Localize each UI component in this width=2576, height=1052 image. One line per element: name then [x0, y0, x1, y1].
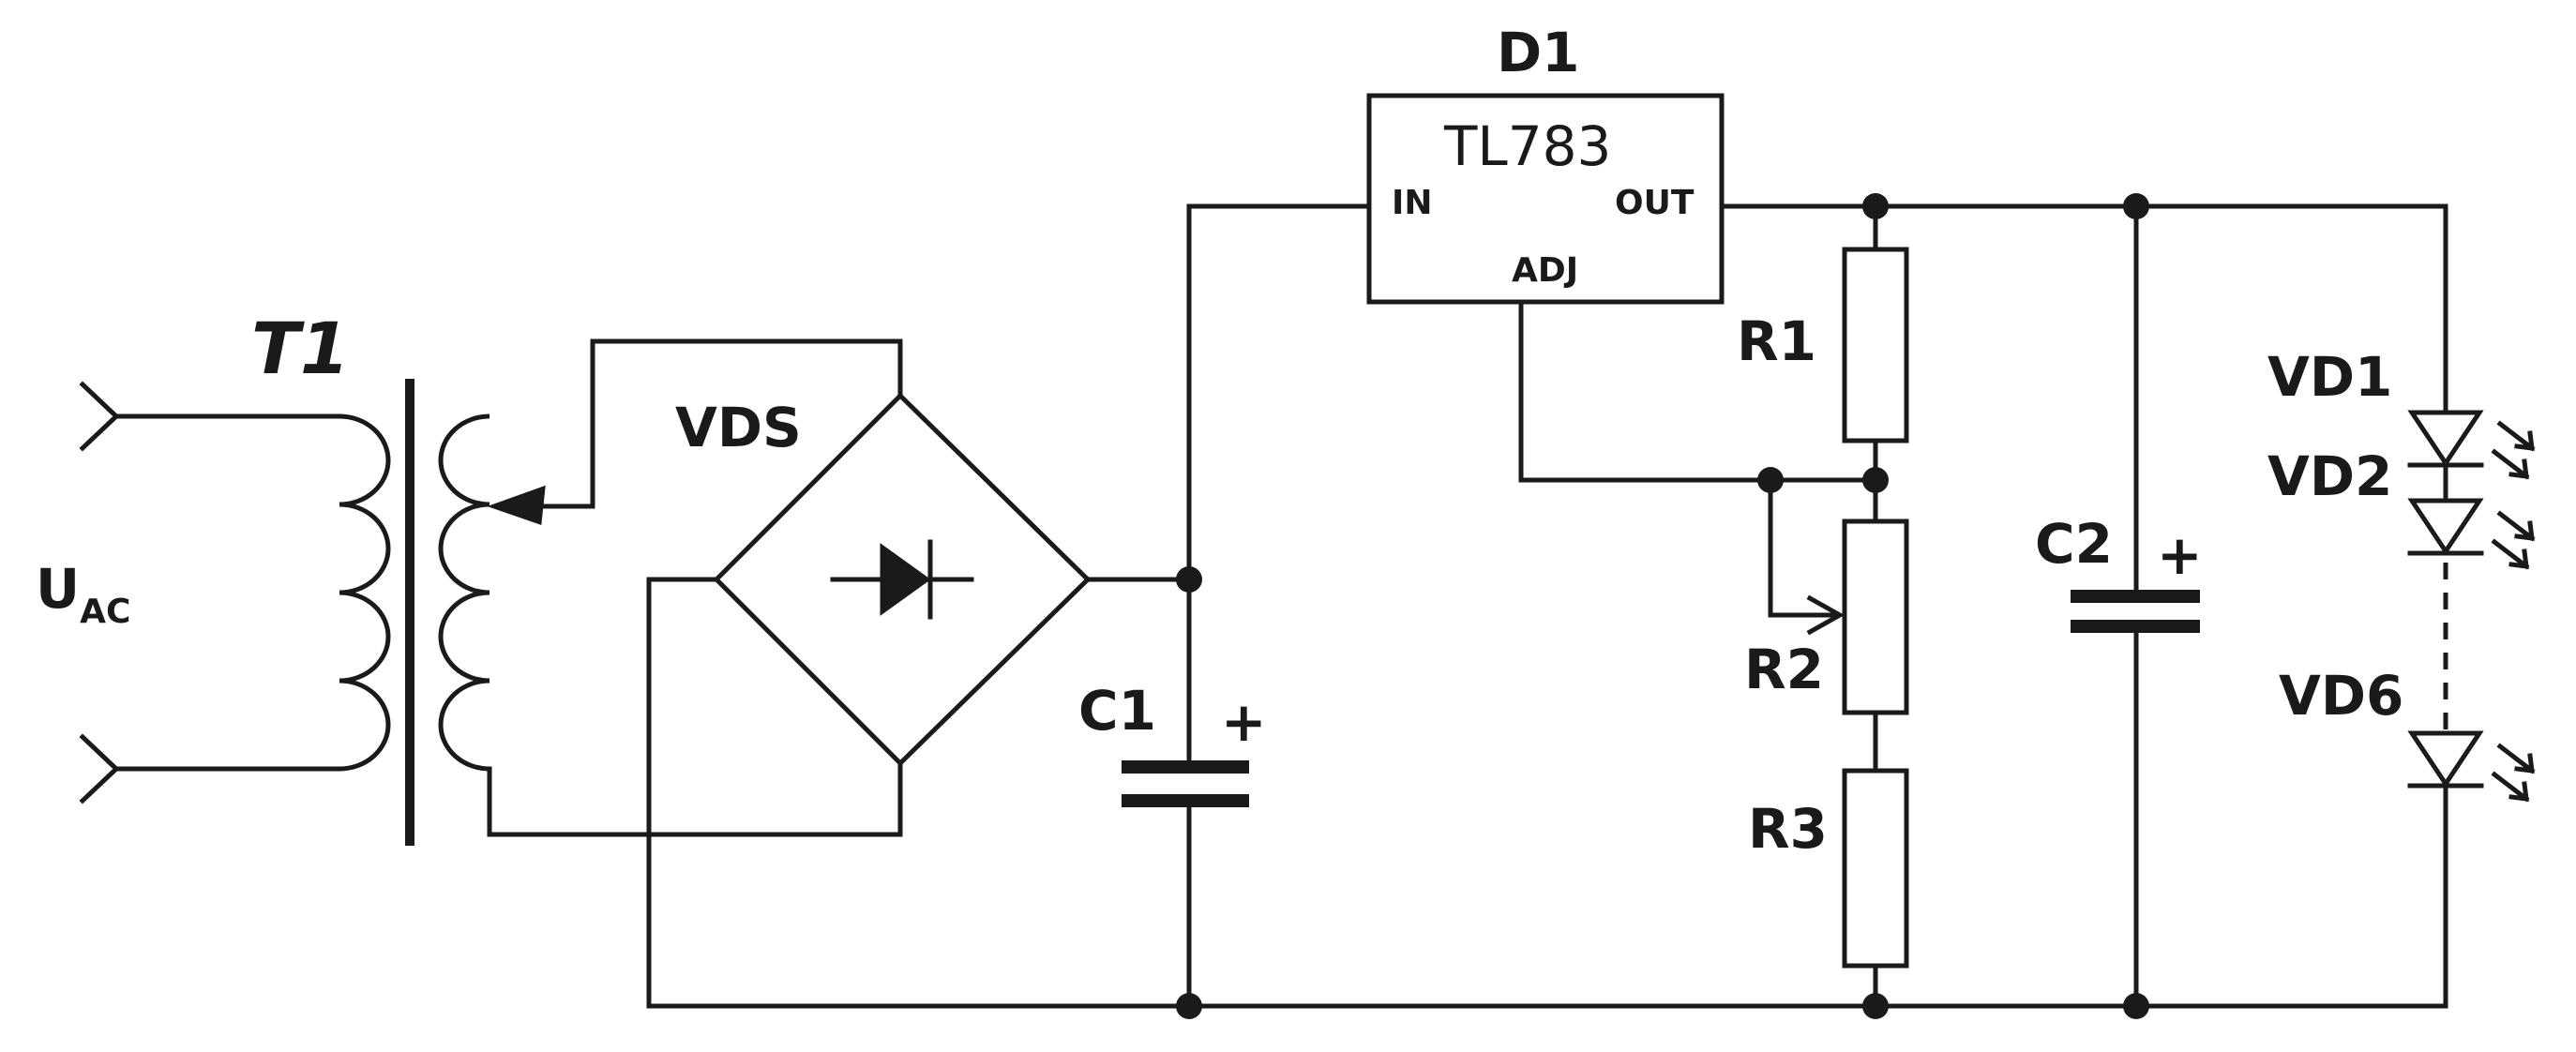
resistor-r3 — [1842, 768, 1909, 969]
label-d1: D1 — [1497, 21, 1580, 84]
junction-r1-r2 — [1862, 467, 1889, 493]
label-vd1: VD1 — [2267, 345, 2392, 409]
led-vd1-ray-2 — [2491, 448, 2530, 480]
label-uac: UAC — [36, 557, 130, 631]
label-pin-in: IN — [1392, 184, 1433, 222]
secondary-winding — [438, 413, 490, 772]
label-c2-plus: + — [2157, 523, 2203, 587]
label-t1: T1 — [251, 307, 350, 390]
label-pin-adj: ADJ — [1512, 251, 1578, 290]
junction-ground-c2 — [2123, 993, 2149, 1019]
label-c1: C1 — [1078, 679, 1156, 743]
led-vd2-ray-2 — [2491, 538, 2530, 570]
labels: T1 UAC VDS C1 + D1 TL783 IN OUT ADJ R1 R… — [36, 21, 2403, 861]
resistor-r1 — [1842, 247, 1909, 443]
led-vd6 — [2407, 730, 2536, 803]
bridge-diode-triangle — [880, 543, 931, 616]
led-vd1-ray-1 — [2496, 420, 2536, 452]
label-vd2: VD2 — [2267, 444, 2392, 508]
wire-adj — [1518, 299, 1878, 483]
label-pin-out: OUT — [1615, 184, 1695, 222]
capacitor-c2 — [2071, 590, 2200, 633]
regulator-body — [1366, 93, 1725, 305]
label-vds: VDS — [675, 396, 802, 459]
junction-out-r1 — [1862, 193, 1889, 219]
label-c1-plus: + — [1221, 690, 1267, 754]
label-vd6: VD6 — [2279, 664, 2403, 728]
secondary-tap-arrow — [487, 485, 546, 526]
transformer-t1 — [339, 379, 595, 846]
label-c2: C2 — [2035, 512, 2113, 576]
led-vd6-ray-2 — [2491, 771, 2530, 803]
led-vd2-ray-1 — [2496, 510, 2536, 542]
junction-ground-c1 — [1176, 993, 1202, 1019]
wire-secondary-to-bridge-bottom — [487, 760, 903, 837]
bridge-rectifier-vds — [713, 392, 1092, 767]
regulator-d1 — [1366, 93, 1725, 305]
r2-wiper-arrow — [1806, 594, 1845, 636]
led-vd2-triangle — [2407, 498, 2484, 556]
led-vd2 — [2407, 462, 2536, 570]
label-tl783: TL783 — [1443, 114, 1611, 178]
wire-r2-wiper — [1768, 477, 1837, 618]
resistors — [1842, 247, 1909, 969]
led-vd6-ray-1 — [2496, 743, 2536, 774]
label-r2: R2 — [1744, 638, 1824, 701]
led-vd6-triangle — [2407, 730, 2484, 789]
junction-dots — [1176, 193, 2149, 1019]
wire-bridge-negative — [646, 577, 719, 1009]
led-vd1 — [2407, 410, 2536, 480]
label-uac-sub: AC — [80, 593, 130, 631]
resistor-r2 — [1842, 518, 1909, 715]
wire-c1-to-in — [1186, 203, 1372, 582]
junction-out-c2 — [2123, 193, 2149, 219]
label-uac-main: U — [36, 557, 80, 621]
input-terminal-bottom — [79, 733, 120, 804]
junction-ground-r3 — [1862, 993, 1889, 1019]
wire-tap-to-bridge-top — [590, 338, 903, 509]
label-r1: R1 — [1737, 309, 1816, 373]
ac-input-terminals — [79, 381, 342, 804]
capacitor-c1 — [1122, 760, 1249, 807]
junction-adj-wiper — [1757, 467, 1784, 493]
label-r3: R3 — [1748, 797, 1828, 861]
junction-c1-node — [1176, 566, 1202, 593]
led-vd1-triangle — [2407, 410, 2484, 468]
input-terminal-top — [79, 381, 120, 452]
primary-winding — [339, 413, 391, 772]
